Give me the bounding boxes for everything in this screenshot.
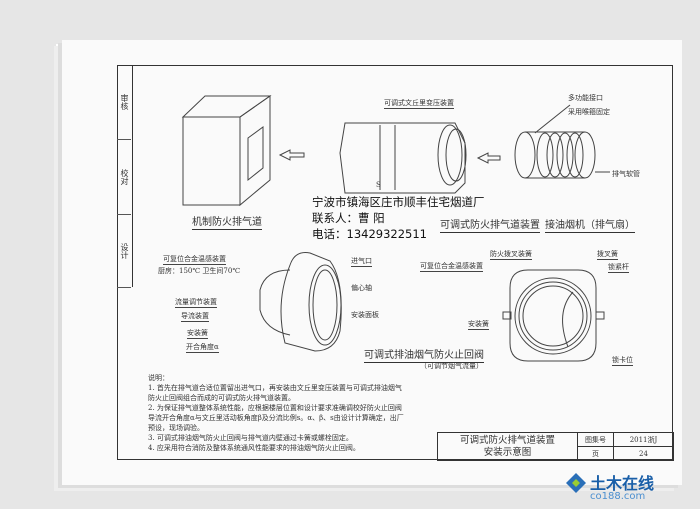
venturi-device-drawing	[339, 122, 467, 194]
valve-label: 可复位合金温感装置	[163, 255, 226, 265]
logo-sub: co188.com	[590, 491, 646, 502]
note-item: 3. 可调式排油烟气防火止回阀与排气道内壁通过卡簧或螺栓固定。	[148, 434, 353, 442]
valve-label: 偏心轴	[351, 284, 372, 292]
front-label: 锁紧杆	[608, 263, 629, 273]
s-label: S	[376, 181, 381, 189]
arrow-left-2	[476, 152, 501, 164]
notes: 说明： 1. 首先在排气道合适位置留出进气口，再安装由文丘里变压装置与可调式排油…	[148, 373, 408, 453]
title-line-2: 安装示意图	[483, 446, 532, 458]
valve-front-drawing	[502, 269, 605, 362]
hood-label: 排气软管	[612, 170, 640, 178]
logo-diamond-icon	[566, 473, 586, 493]
valve-label: 进气口	[351, 257, 372, 267]
watermark-phone: 电话：13429322511	[312, 227, 427, 241]
valve-label: 厨房：150℃ 卫生间70℃	[158, 267, 241, 275]
duct-box-drawing	[181, 95, 272, 207]
valve-label: 安装簧	[187, 329, 208, 339]
strip-cell: 校对	[117, 140, 131, 215]
notes-title: 说明：	[148, 374, 169, 382]
drawing-frame	[117, 65, 673, 460]
site-logo: 土木在线 co188.com	[566, 470, 655, 502]
valve-drawing	[259, 252, 342, 352]
valve-label: 安装面板	[351, 311, 379, 319]
front-label: 安装簧	[468, 320, 489, 330]
valve-label: 流量调节装置	[175, 298, 217, 308]
hood-label: 采用喉箍固定	[568, 108, 610, 116]
valve-caption: 可调式排油烟气防火止回阀	[364, 346, 484, 363]
note-item: 4. 应采用符合消防及整体系统通风性能要求的排油烟气防火止回阀。	[148, 444, 360, 452]
venturi-label: 可调式文丘里变压装置	[384, 99, 454, 109]
drawing-sheet	[62, 40, 682, 485]
logo-text: 土木在线	[590, 474, 655, 493]
front-label: 拨叉簧	[597, 250, 618, 260]
valve-label: 导流装置	[181, 312, 209, 322]
hood-caption: 接油烟机（排气扇）	[545, 216, 635, 233]
drawing-title: 可调式防火排气道装置安装示意图	[438, 433, 578, 461]
title-block: 可调式防火排气道装置安装示意图 图集号 2011浙J 页 24	[437, 432, 674, 461]
flex-hose-drawing	[514, 104, 610, 179]
front-label: 锁卡位	[612, 356, 633, 366]
watermark-contact: 联系人：曹 阳	[312, 211, 385, 225]
watermark-company: 宁波市镇海区庄市顺丰住宅烟道厂	[312, 195, 485, 209]
title-line-1: 可调式防火排气道装置	[459, 434, 555, 446]
front-label: 可复位合金温感装置	[420, 262, 483, 272]
atlas-number: 2011浙J	[614, 433, 674, 447]
note-item: 1. 首先在排气道合适位置留出进气口，再安装由文丘里变压装置与可调式排油烟气防火…	[148, 384, 402, 402]
page-number: 24	[614, 447, 674, 461]
duct-caption: 机制防火排气道	[192, 213, 262, 230]
front-label: 防火拨叉装簧	[490, 250, 532, 260]
arrow-left-1	[278, 149, 305, 161]
hood-label: 多功能接口	[568, 94, 603, 102]
valve-subcaption: （可调节烟气流量）	[420, 362, 483, 370]
strip-cell: 审核	[117, 65, 131, 140]
page-label: 页	[578, 447, 614, 461]
atlas-label: 图集号	[578, 433, 614, 447]
strip-cell: 设计	[117, 215, 131, 288]
valve-label: 开合角度α	[186, 343, 219, 353]
signature-strip: 审核 校对 设计	[117, 65, 133, 288]
note-item: 2. 为保证排气道整体系统性能，应根据楼层位置和设计要求准确调校好防火止回阀导流…	[148, 404, 404, 432]
device-caption: 可调式防火排气道装置	[440, 216, 540, 233]
